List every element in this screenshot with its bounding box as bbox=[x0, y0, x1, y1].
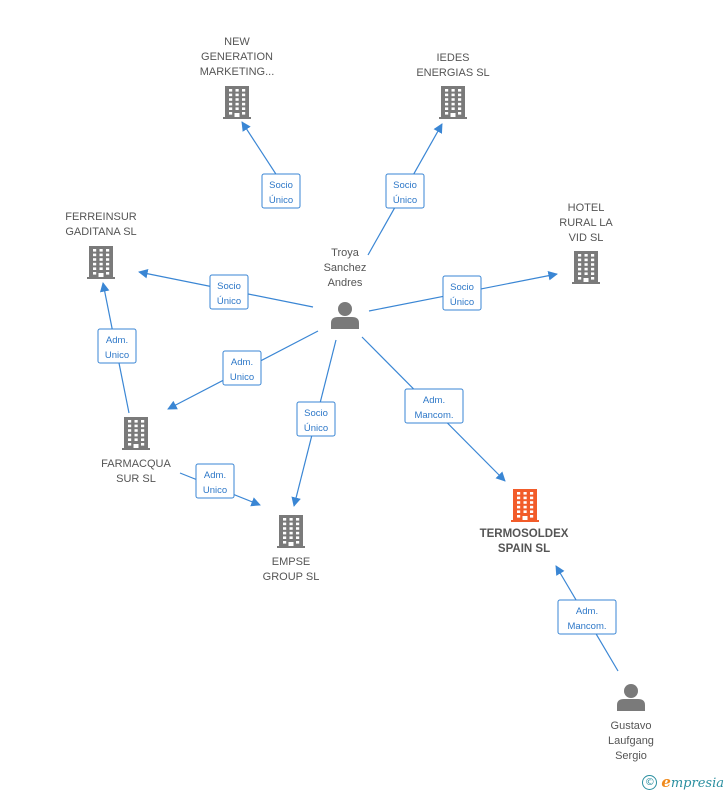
node-label: SUR SL bbox=[116, 473, 156, 485]
node-hotel[interactable]: HOTEL RURAL LA VID SL bbox=[559, 202, 613, 284]
node-termosoldex[interactable]: TERMOSOLDEX SPAIN SL bbox=[480, 489, 569, 555]
edge-label-text: Mancom. bbox=[414, 410, 453, 421]
edge-label-text: Adm. bbox=[106, 335, 128, 346]
building-icon bbox=[439, 86, 467, 119]
person-icon bbox=[617, 684, 645, 711]
edge-label-text: Adm. bbox=[423, 395, 445, 406]
edge-label-text: Único bbox=[393, 195, 417, 206]
node-farmacqua[interactable]: FARMACQUA SUR SL bbox=[101, 417, 171, 485]
building-icon bbox=[511, 489, 539, 522]
node-label: MARKETING... bbox=[200, 66, 275, 78]
edge-label-troya-termosoldex: Adm. Mancom. bbox=[404, 388, 464, 424]
person-icon bbox=[331, 302, 359, 329]
node-label: SPAIN SL bbox=[498, 543, 550, 555]
edge-label-text: Adm. bbox=[204, 470, 226, 481]
building-icon bbox=[572, 251, 600, 284]
edge-label-text: Adm. bbox=[576, 606, 598, 617]
node-label: TERMOSOLDEX bbox=[480, 528, 569, 540]
node-label: VID SL bbox=[569, 232, 604, 244]
edge-label-gustavo-termosoldex: Adm. Mancom. bbox=[557, 599, 617, 635]
edge-label-text: Único bbox=[269, 195, 293, 206]
node-label: Troya bbox=[331, 247, 360, 259]
node-label: RURAL LA bbox=[559, 217, 613, 229]
edge-label-farmacqua-empse: Adm. Unico bbox=[195, 463, 235, 499]
edge-label-farmacqua-ferreinsur: Adm. Unico bbox=[97, 328, 137, 364]
edge-label-text: Mancom. bbox=[567, 621, 606, 632]
edge-label-text: Socio bbox=[304, 408, 328, 419]
node-label: GROUP SL bbox=[263, 571, 320, 583]
node-empse[interactable]: EMPSE GROUP SL bbox=[263, 515, 320, 583]
brand-initial: e bbox=[661, 773, 671, 791]
edge-label-text: Único bbox=[304, 423, 328, 434]
building-icon bbox=[223, 86, 251, 119]
node-label: GADITANA SL bbox=[65, 226, 136, 238]
node-label: Sergio bbox=[615, 750, 647, 762]
node-ferreinsur[interactable]: FERREINSUR GADITANA SL bbox=[65, 211, 137, 279]
node-label: Andres bbox=[328, 277, 363, 289]
edge-label-text: Unico bbox=[105, 350, 129, 361]
edge-label-text: Unico bbox=[203, 485, 227, 496]
node-label: ENERGIAS SL bbox=[416, 67, 489, 79]
node-label: FERREINSUR bbox=[65, 211, 137, 223]
node-label: FARMACQUA bbox=[101, 458, 171, 470]
edge-label-text: Único bbox=[450, 297, 474, 308]
edge-label-text: Socio bbox=[269, 180, 293, 191]
node-label: EMPSE bbox=[272, 556, 311, 568]
brand-footer: © empresia bbox=[642, 773, 724, 791]
edge-label-text: Único bbox=[217, 296, 241, 307]
edges-layer bbox=[99, 121, 619, 672]
node-label: IEDES bbox=[436, 52, 469, 64]
brand-name: mpresia bbox=[670, 776, 724, 791]
node-label: Gustavo bbox=[611, 720, 652, 732]
building-icon bbox=[122, 417, 150, 450]
node-label: HOTEL bbox=[568, 202, 605, 214]
edge-label-text: Socio bbox=[393, 180, 417, 191]
building-icon bbox=[277, 515, 305, 548]
brand-logo[interactable]: empresia bbox=[661, 773, 724, 791]
node-label: GENERATION bbox=[201, 51, 273, 63]
edge-labels-layer: SocioÚnicoSocioÚnicoSocioÚnicoSocioÚnico… bbox=[97, 173, 617, 635]
edge-label-troya-farmacqua: Adm. Unico bbox=[222, 350, 262, 386]
node-label: Laufgang bbox=[608, 735, 654, 747]
edge-label-text: Adm. bbox=[231, 357, 253, 368]
building-icon bbox=[87, 246, 115, 279]
node-ngm[interactable]: NEW GENERATION MARKETING... bbox=[200, 36, 275, 119]
node-label: NEW bbox=[224, 36, 250, 48]
edge-label-text: Socio bbox=[217, 281, 241, 292]
node-label: Sanchez bbox=[324, 262, 367, 274]
edge-label-text: Unico bbox=[230, 372, 254, 383]
copyright-icon: © bbox=[642, 774, 658, 790]
node-iedes[interactable]: IEDES ENERGIAS SL bbox=[416, 52, 490, 119]
edge-label-text: Socio bbox=[450, 282, 474, 293]
